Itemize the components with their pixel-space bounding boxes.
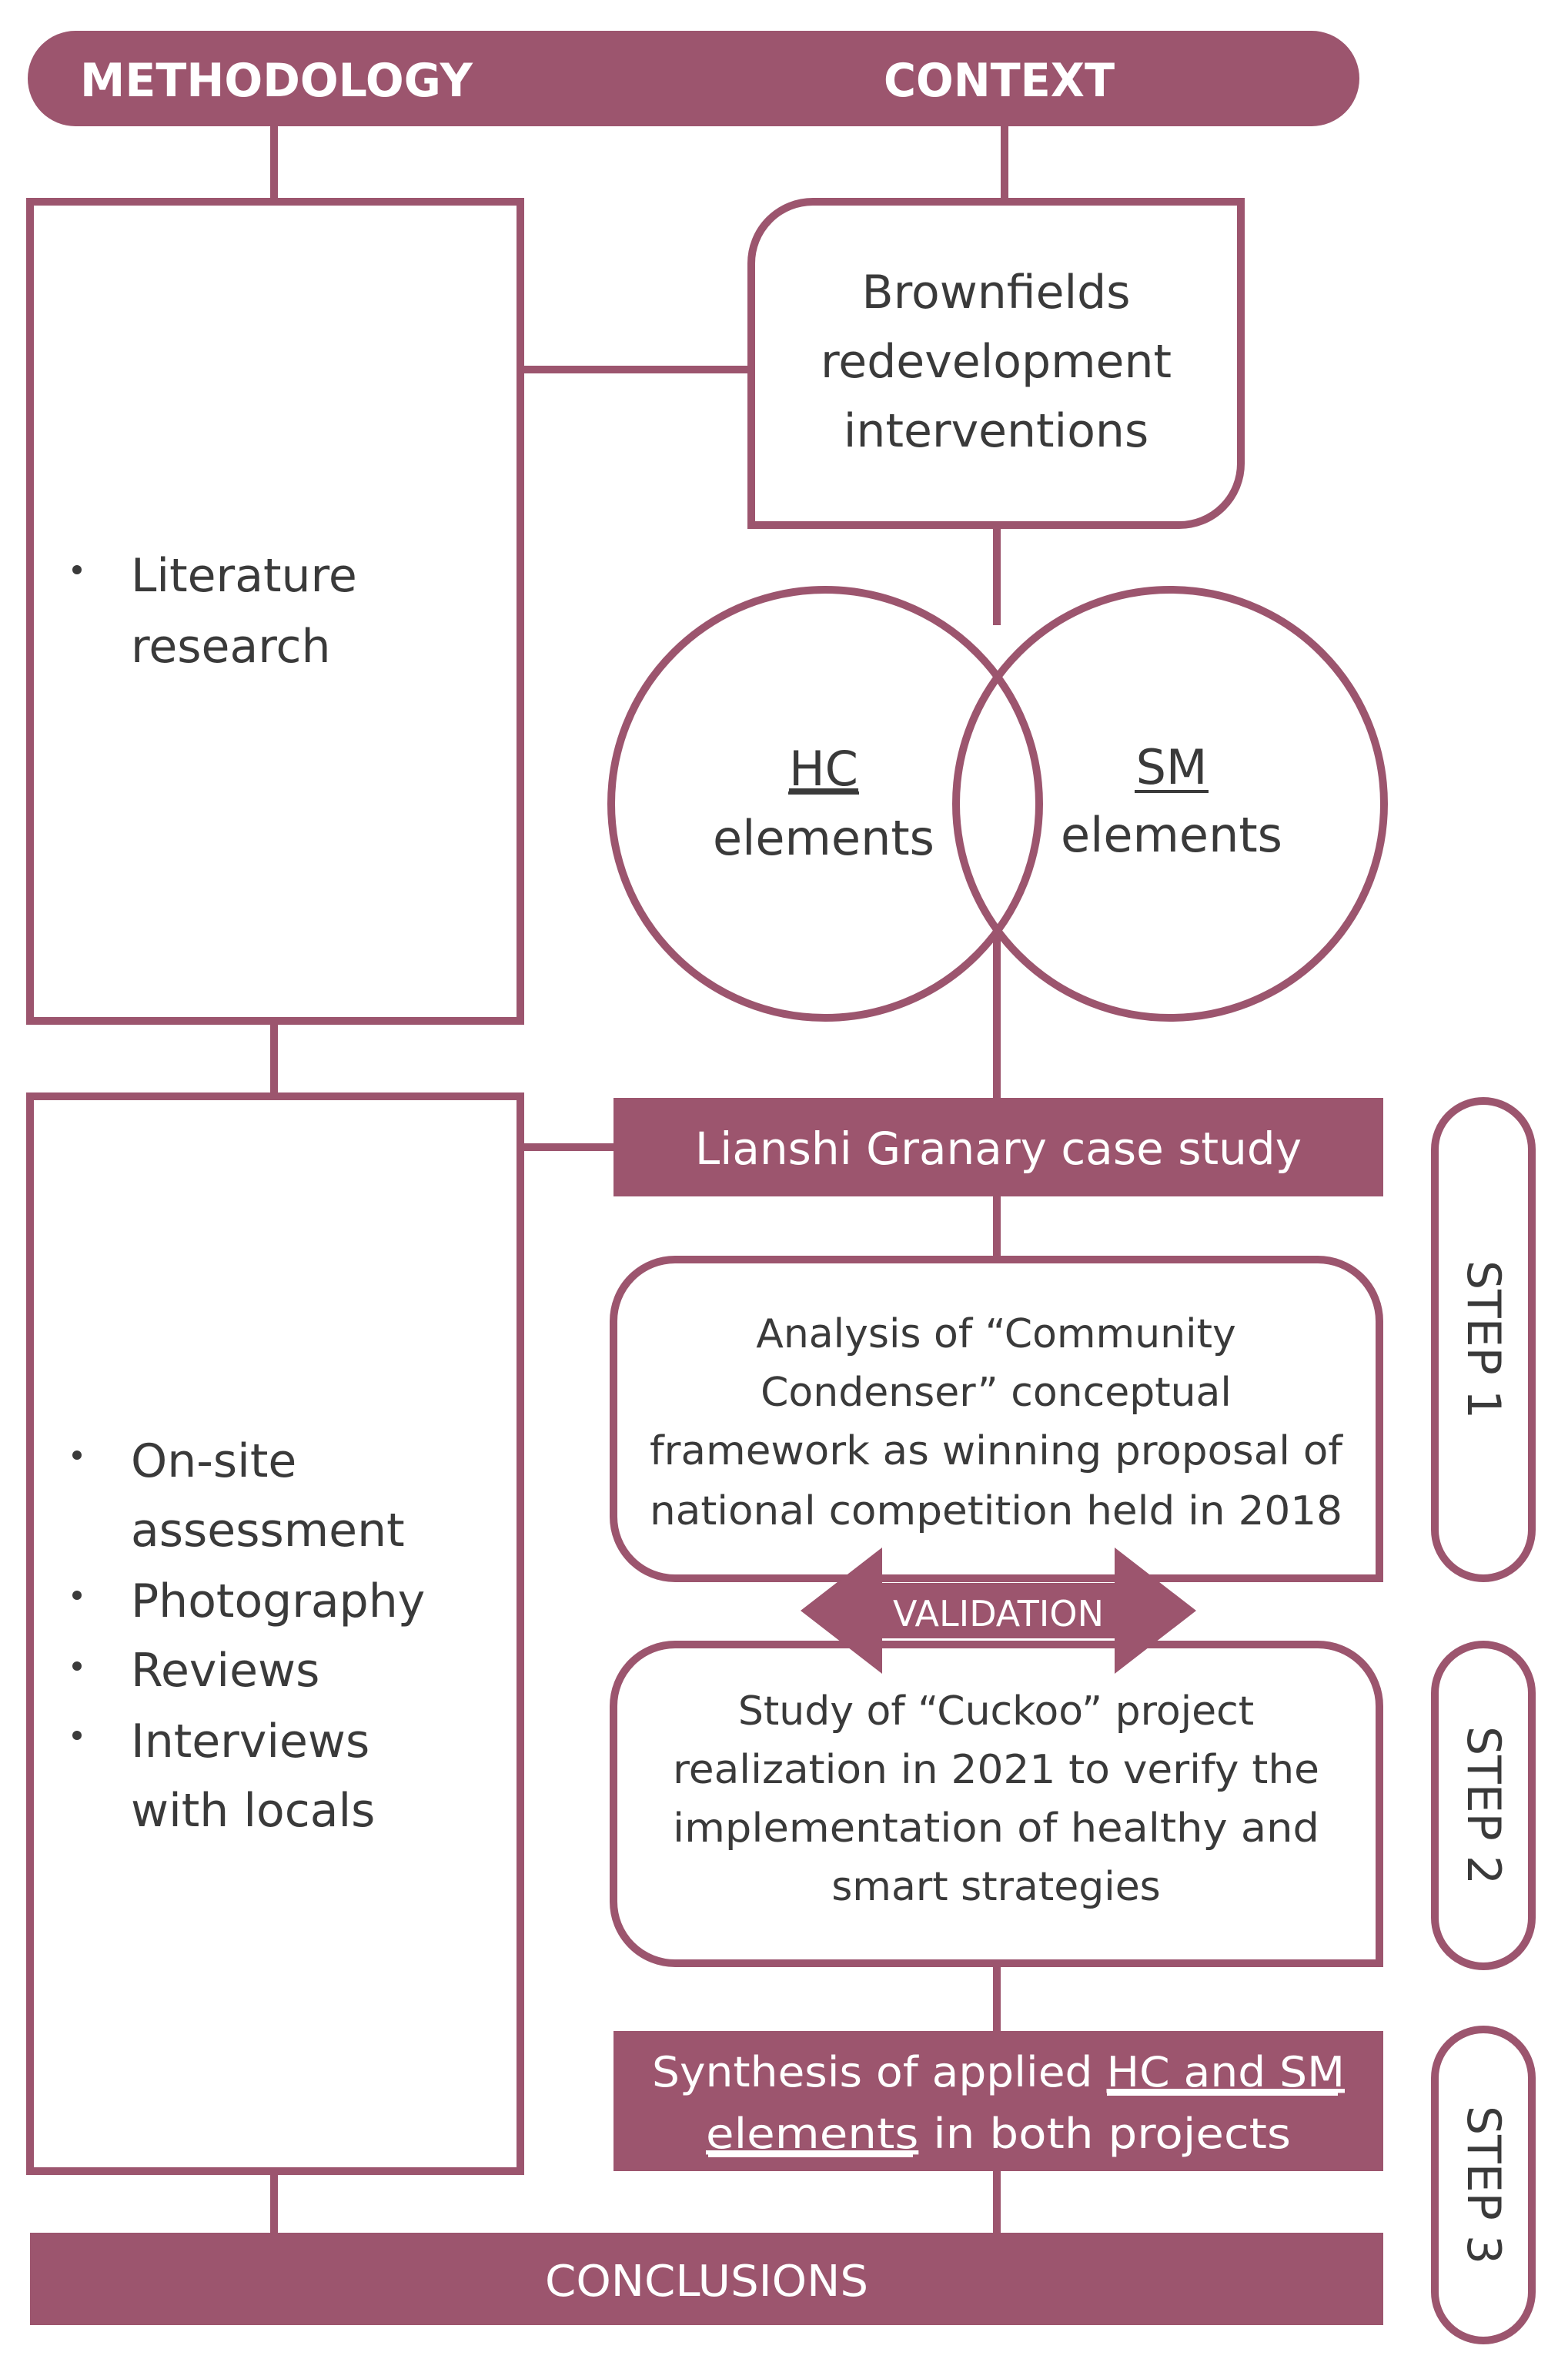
step2-line-3: implementation of healthy and [673, 1805, 1319, 1852]
literature-bullet-icon [72, 565, 82, 574]
hc-word: elements [713, 810, 934, 866]
fieldwork-item-onsite-cont: assessment [131, 1504, 405, 1558]
step3-capsule-shape [1431, 2026, 1536, 2344]
step1-line-4: national competition held in 2018 [650, 1488, 1342, 1534]
header-context: CONTEXT [884, 54, 1115, 108]
brownfields-box: Brownfields redevelopment interventions [747, 198, 1245, 529]
header-bar-shape [28, 31, 1359, 126]
literature-line-1: Literature [131, 549, 357, 603]
step1-capsule: STEP 1 [1431, 1097, 1536, 1582]
fieldwork-box-shape [26, 1092, 524, 2175]
step2-line-4: smart strategies [831, 1864, 1161, 1910]
step1-label: STEP 1 [1456, 1260, 1510, 1419]
connector-lines [270, 123, 1008, 2233]
step1-line-3: framework as winning proposal of [650, 1428, 1344, 1474]
sm-word: elements [1061, 807, 1282, 863]
conclusions-bar: CONCLUSIONS [30, 2233, 1383, 2325]
case-study-label: Lianshi Granary case study [695, 1123, 1302, 1175]
step2-label: STEP 2 [1456, 1726, 1510, 1885]
step1-line-1: Analysis of “Community [756, 1311, 1235, 1357]
step3-capsule: STEP 3 [1431, 2026, 1536, 2344]
fieldwork-item-interviews-cont: with locals [131, 1784, 375, 1838]
step2-box-shape [610, 1641, 1383, 1967]
synthesis-bar: Synthesis of applied HC and SM elements … [613, 2031, 1383, 2171]
fieldwork-bullet-icon [72, 1661, 82, 1671]
step1-capsule-shape [1431, 1097, 1536, 1582]
fieldwork-box: On-site assessment Photography Reviews I… [26, 1092, 524, 2175]
conclusions-bar-shape [30, 2233, 1383, 2325]
brownfields-box-shape [747, 198, 1245, 529]
fieldwork-bullet-icon [72, 1731, 82, 1740]
synthesis-bar-shape [613, 2031, 1383, 2171]
step2-capsule-shape [1431, 1641, 1536, 1970]
synthesis-line-1-underlined: HC and SM [1107, 2048, 1345, 2096]
synthesis-line-1: Synthesis of applied HC and SM [652, 2048, 1345, 2096]
literature-box: Literature research [26, 198, 524, 1025]
synthesis-line-1-plain: Synthesis of applied [652, 2048, 1107, 2096]
fieldwork-item-interviews: Interviews [131, 1715, 369, 1768]
synthesis-line-2-underlined: elements [706, 2110, 918, 2158]
venn-diagram: HC elements SM elements [607, 586, 1388, 1022]
step3-label: STEP 3 [1456, 2106, 1510, 2264]
brownfields-line-1: Brownfields [861, 266, 1130, 320]
step2-capsule: STEP 2 [1431, 1641, 1536, 1970]
header-methodology: METHODOLOGY [80, 54, 474, 108]
fieldwork-bullet-icon [72, 1591, 82, 1600]
case-study-bar: Lianshi Granary case study [613, 1098, 1383, 1196]
synthesis-line-2: elements in both projects [706, 2110, 1291, 2158]
case-study-bar-shape [613, 1098, 1383, 1196]
validation-arrow: VALIDATION [801, 1548, 1196, 1674]
fieldwork-bullet-icon [72, 1451, 82, 1460]
literature-line-2: research [131, 620, 331, 674]
literature-box-shape [26, 198, 524, 1025]
step2-line-1: Study of “Cuckoo” project [738, 1688, 1254, 1735]
header-bar: METHODOLOGY CONTEXT [28, 31, 1359, 126]
brownfields-line-2: redevelopment [821, 335, 1172, 389]
fieldwork-item-reviews: Reviews [131, 1644, 319, 1698]
fieldwork-item-photography: Photography [131, 1574, 425, 1628]
synthesis-line-2-plain: in both projects [918, 2110, 1291, 2158]
step1-box-shape [610, 1256, 1383, 1582]
step2-line-2: realization in 2021 to verify the [673, 1747, 1319, 1793]
hc-abbr: HC [789, 741, 858, 797]
fieldwork-item-onsite: On-site [131, 1434, 296, 1488]
validation-double-arrow-icon [801, 1548, 1196, 1674]
step2-box: Study of “Cuckoo” project realization in… [610, 1641, 1383, 1967]
hc-elements-circle [607, 586, 1043, 1022]
sm-abbr: SM [1136, 739, 1208, 795]
validation-label: VALIDATION [893, 1593, 1104, 1635]
step1-box: Analysis of “Community Condenser” concep… [610, 1256, 1383, 1582]
sm-elements-circle [952, 586, 1388, 1022]
brownfields-line-3: interventions [844, 404, 1148, 458]
conclusions-label: CONCLUSIONS [545, 2257, 868, 2307]
step1-line-2: Condenser” conceptual [761, 1370, 1232, 1416]
